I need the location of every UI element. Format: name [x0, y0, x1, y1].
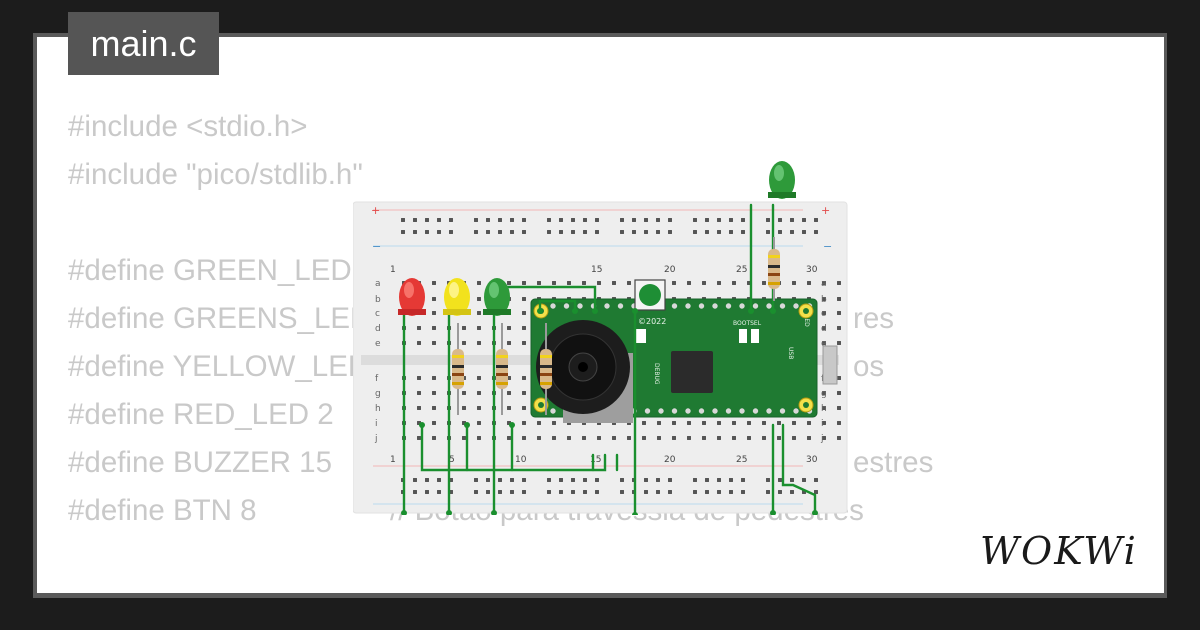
row-letter: g: [821, 389, 827, 399]
pico-bootsel-label: BOOTSEL: [733, 320, 762, 327]
resistor: [496, 323, 508, 415]
code-comment: estres: [853, 446, 934, 479]
push-button: [634, 279, 666, 311]
buzzer: [536, 320, 633, 423]
code-line: #include <stdio.h>: [68, 103, 1164, 151]
rail-plus-top-right: +: [821, 204, 830, 217]
code-line: #include "pico/stdlib.h": [68, 151, 1164, 199]
code-line: #define GREENS_LED res: [68, 295, 1164, 343]
code-comment: res: [853, 302, 894, 335]
code-line: // Configuração dos GPIOs: [68, 583, 1164, 593]
code-text: #define BUZZER 15: [68, 446, 332, 479]
col-number: 15: [590, 455, 601, 465]
col-number: 15: [591, 265, 602, 275]
resistor: [452, 323, 464, 415]
col-number: 10: [515, 455, 527, 465]
code-text: #define YELLOW_LED: [68, 350, 370, 383]
pico-usb-label: USB: [787, 347, 794, 359]
led-green-2: [768, 161, 796, 199]
col-number: 25: [736, 455, 747, 465]
code-text: #include "pico/stdlib.h": [68, 158, 363, 191]
pico-debug-label: DEBUG: [653, 363, 660, 385]
pico-led-label: LED: [803, 315, 810, 327]
code-text: #define GREEN_LED: [68, 254, 352, 287]
row-letter: j: [374, 434, 378, 444]
row-letter: b: [821, 295, 827, 305]
code-line: #define BUZZER 15 estres: [68, 439, 1164, 487]
code-text: #define GREENS_LED: [68, 302, 372, 335]
col-number: 30: [806, 265, 818, 275]
row-letter: b: [375, 295, 381, 305]
rail-minus-left: −: [372, 240, 381, 253]
col-number: 5: [449, 455, 455, 465]
row-letter: d: [821, 324, 827, 334]
row-letter: c: [821, 309, 826, 319]
code-comment: os: [853, 350, 885, 383]
code-background: #include <stdio.h> #include "pico/stdlib.…: [68, 103, 1164, 593]
row-letter: d: [375, 324, 381, 334]
col-number: 1: [390, 455, 396, 465]
wokwi-logo: WOKWi: [976, 524, 1150, 576]
col-number: 1: [390, 265, 396, 275]
row-letter: i: [821, 419, 824, 429]
row-letter: h: [375, 404, 381, 414]
code-text: #define BTN 8: [68, 494, 257, 527]
led-yellow: [443, 278, 471, 316]
pico-copyright: ©2022: [638, 317, 666, 326]
rail-minus-right: −: [823, 240, 832, 253]
row-letter: h: [821, 404, 827, 414]
svg-text:WOKWi: WOKWi: [980, 529, 1138, 573]
row-letter: e: [821, 339, 827, 349]
code-line: #define GREEN_LED: [68, 247, 1164, 295]
led-green-1: [483, 278, 511, 316]
row-letter: j: [820, 434, 824, 444]
col-number: 20: [664, 265, 676, 275]
row-letter: g: [375, 389, 381, 399]
code-line: #define YELLOW_LED os: [68, 343, 1164, 391]
rail-plus-top-left: +: [371, 204, 380, 217]
row-letter: i: [375, 419, 378, 429]
led-red: [398, 278, 426, 316]
code-text: #define RED_LED 2: [68, 398, 334, 431]
file-tab-main-c[interactable]: main.c: [68, 12, 219, 75]
resistor: [768, 237, 780, 301]
preview-card: #include <stdio.h> #include "pico/stdlib.…: [37, 37, 1164, 593]
row-letter: e: [375, 339, 381, 349]
code-text: // Configuração dos GPIOs: [68, 590, 421, 593]
row-letter: c: [375, 309, 380, 319]
resistor: [540, 323, 552, 415]
col-number: 20: [664, 455, 676, 465]
circuit-diagram: + + − − aabbccddeeffgghhiijj 11520253015…: [353, 161, 848, 515]
col-number: 30: [806, 455, 818, 465]
code-text: #include <stdio.h>: [68, 110, 308, 143]
col-number: 25: [736, 265, 747, 275]
row-letter: a: [375, 279, 381, 289]
row-letter: f: [375, 374, 379, 384]
row-letter: a: [821, 279, 827, 289]
